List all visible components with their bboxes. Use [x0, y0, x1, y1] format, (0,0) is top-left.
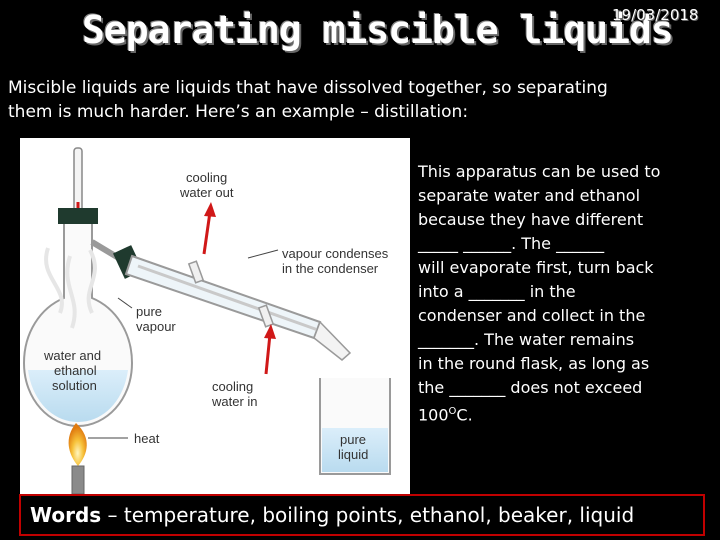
liebig-condenser [124, 254, 352, 361]
flame-icon [68, 423, 87, 466]
label-cooling-in-1: cooling [212, 379, 253, 394]
explanation-line: _____ ______. The ______ [418, 234, 605, 253]
slide-date: 19/03/2018 [612, 6, 699, 24]
round-bottom-flask [22, 224, 134, 428]
label-flask-2: ethanol [54, 363, 97, 378]
label-vapour-condenses-2: in the condenser [282, 261, 379, 276]
slide-title: Separating miscible liquids [82, 8, 674, 52]
explanation-line: will evaporate first, turn back [418, 258, 654, 277]
beaker [319, 378, 391, 475]
label-flask-3: solution [52, 378, 97, 393]
distillation-diagram: cooling water out vapour condenses in th… [20, 138, 410, 495]
label-pure-liquid-1: pure [340, 432, 366, 447]
explanation-line: condenser and collect in the [418, 306, 646, 325]
explanation-last-line: 100OC. [418, 400, 718, 427]
bunsen-burner [68, 423, 87, 495]
temperature-value: 100 [418, 405, 449, 425]
word-bank-list: temperature, boiling points, ethanol, be… [123, 503, 635, 527]
label-pure-vapour-1: pure [136, 304, 162, 319]
temperature-unit: C. [456, 405, 473, 425]
label-cooling-out-2: water out [179, 185, 234, 200]
explanation-line: This apparatus can be used to [418, 162, 661, 181]
label-flask-1: water and [43, 348, 101, 363]
intro-line-1: Miscible liquids are liquids that have d… [8, 78, 608, 98]
water-flow-arrows [202, 202, 276, 375]
label-leaders [88, 249, 279, 439]
degree-symbol: O [448, 406, 457, 417]
label-cooling-in-2: water in [211, 394, 258, 409]
label-pure-vapour-2: vapour [136, 319, 176, 334]
distillation-diagram-svg: cooling water out vapour condenses in th… [22, 147, 391, 495]
intro-line-2: them is much harder. Here’s an example –… [8, 102, 469, 122]
explanation-text: This apparatus can be used to separate w… [418, 160, 718, 427]
label-pure-liquid-2: liquid [338, 447, 368, 462]
explanation-line: because they have different [418, 210, 644, 229]
word-bank-label: Words [30, 503, 102, 527]
explanation-line: into a _______ in the [418, 282, 576, 301]
label-heat: heat [134, 431, 160, 446]
flask-stopper [58, 208, 98, 224]
explanation-line: the _______ does not exceed [418, 378, 643, 397]
explanation-line: in the round flask, as long as [418, 354, 650, 373]
explanation-line: separate water and ethanol [418, 186, 641, 205]
label-cooling-out-1: cooling [186, 170, 227, 185]
word-bank: Words – temperature, boiling points, eth… [19, 494, 705, 536]
explanation-line: _______. The water remains [418, 330, 635, 349]
intro-text: Miscible liquids are liquids that have d… [8, 76, 688, 124]
word-bank-dash: – [101, 503, 124, 527]
label-vapour-condenses-1: vapour condenses [282, 246, 389, 261]
